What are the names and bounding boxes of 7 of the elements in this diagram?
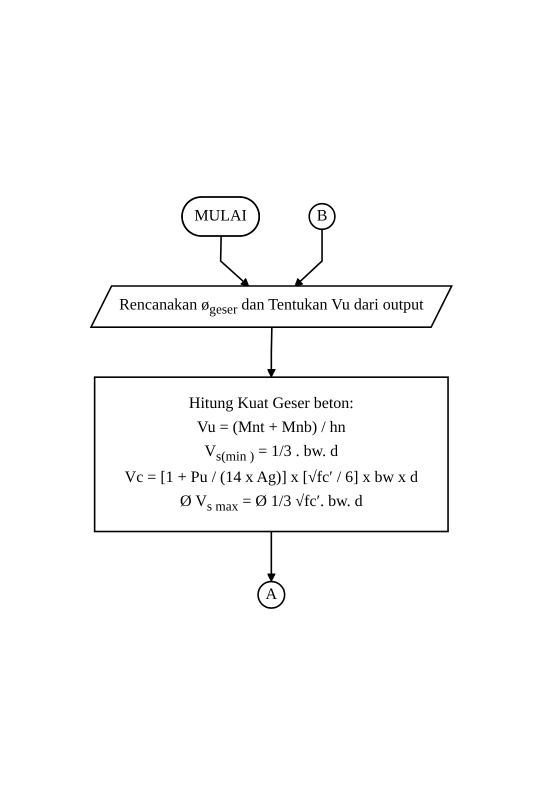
node-circle: B	[308, 202, 336, 230]
arrow	[219, 236, 249, 287]
arrow	[266, 531, 276, 582]
arrow	[266, 328, 276, 378]
node-box: Hitung Kuat Geser beton: Vu = (Mnt + Mnb) / hn V$_{s(min )}$ = 1/3 . bw. d Vc = [1 + Pu / (14 x Ag)] x [√fc′ / 6] x bw x d Ø V$_{s max}$ = Ø 1/3 √fc′. bw. d	[94, 376, 448, 532]
arrow	[294, 229, 322, 287]
node-circle: A	[256, 580, 286, 609]
